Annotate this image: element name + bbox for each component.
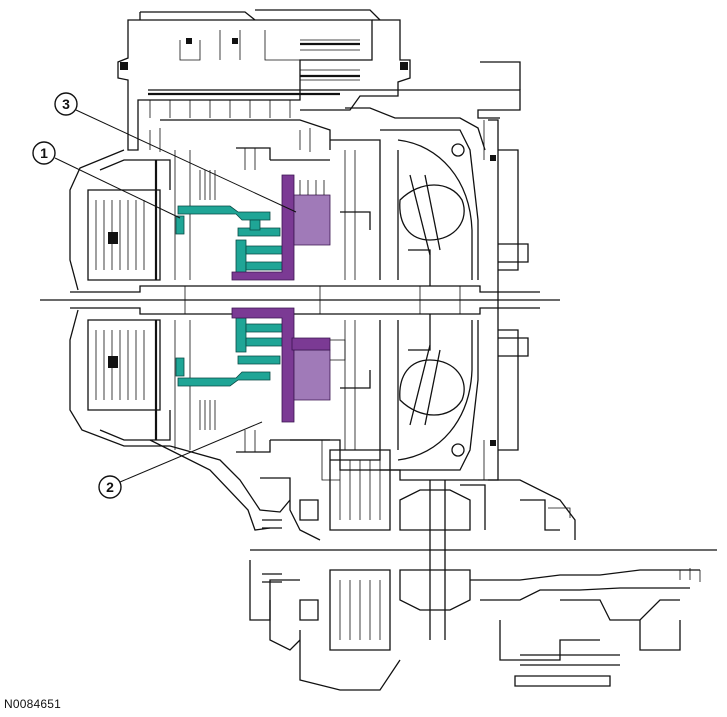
clutch-hub (231, 174, 331, 423)
clutch-pack-left (87, 147, 271, 453)
figure-reference-code: N0084651 (4, 697, 61, 711)
transmission-housing (69, 9, 521, 531)
input-shaft (40, 285, 560, 315)
callout-1-label: 1 (40, 145, 48, 161)
clutch-piston-upper (175, 205, 283, 277)
callout-3: 3 (54, 92, 297, 213)
callout-1: 1 (32, 141, 181, 219)
callout-3-label: 3 (62, 96, 70, 112)
clutch-piston-lower (175, 317, 283, 387)
callout-2: 2 (98, 421, 263, 499)
lower-gear-section (249, 560, 701, 691)
final-drive-differential (260, 439, 576, 640)
callout-2-label: 2 (106, 479, 114, 495)
